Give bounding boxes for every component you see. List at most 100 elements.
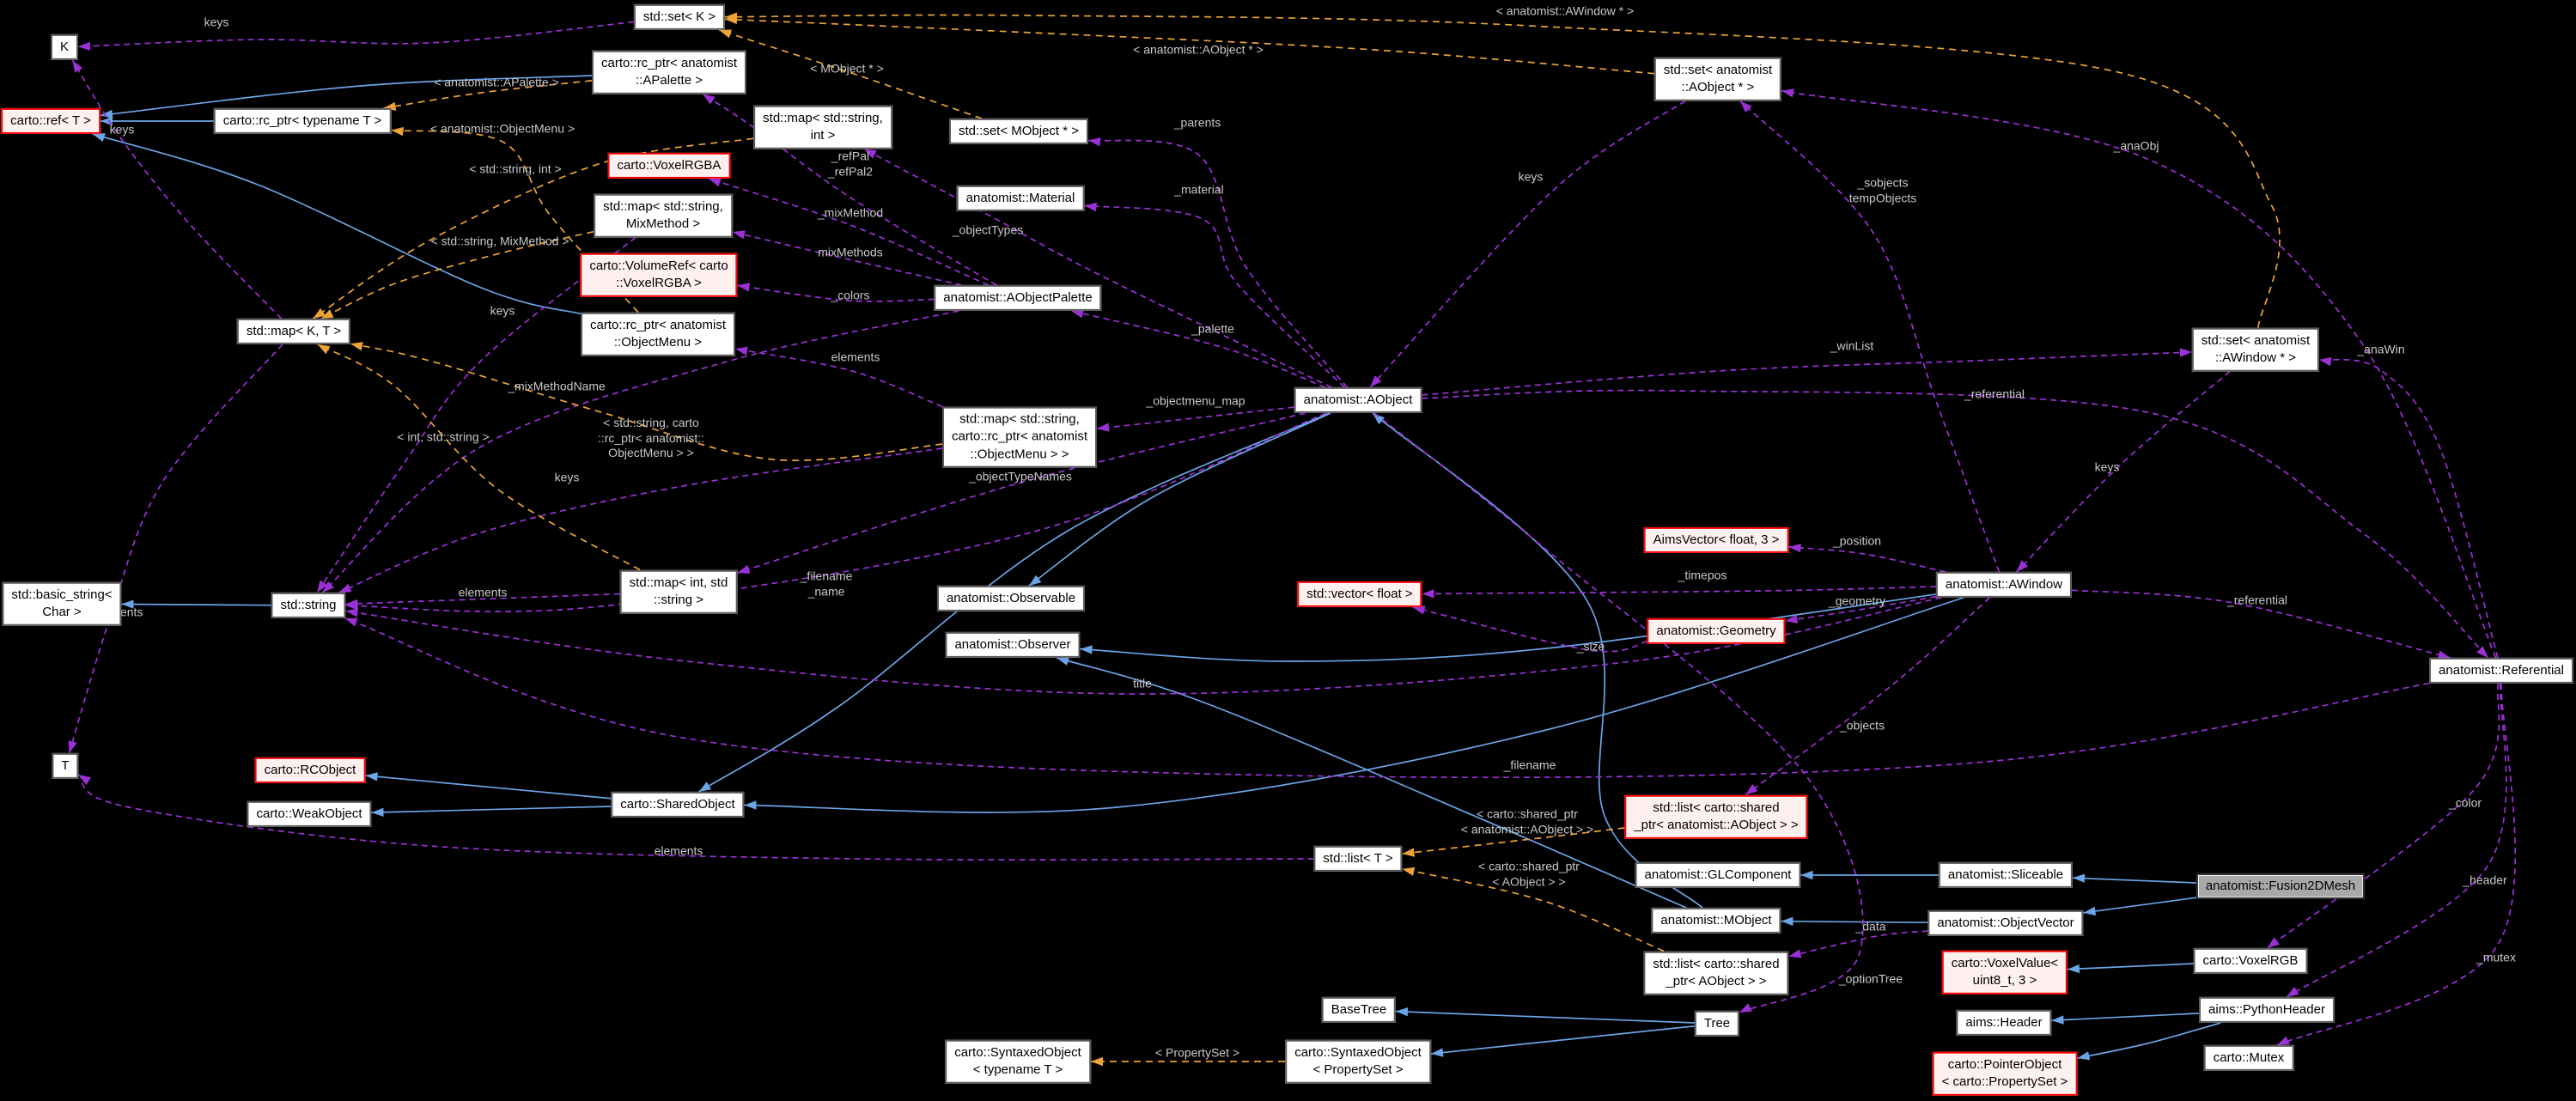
edge-label: _objectmenu_map — [1146, 393, 1245, 408]
class-node-aobject[interactable]: anatomist::AObject — [1294, 386, 1422, 414]
class-node-basicStr[interactable]: std::basic_string< Char > — [2, 581, 122, 626]
edge-sharedObj-weakObject — [371, 806, 612, 813]
class-node-mapMixM[interactable]: std::map< std::string, MixMethod > — [594, 193, 733, 238]
class-node-header[interactable]: aims::Header — [1956, 1009, 2052, 1037]
class-node-setMObj[interactable]: std::set< MObject * > — [948, 118, 1089, 145]
edge-setAObj-setK — [724, 18, 1655, 75]
edge-objVector-listSharedA — [1788, 930, 1928, 958]
arrowhead-template — [317, 344, 331, 355]
class-node-rcptrAPal[interactable]: carto::rc_ptr< anatomist ::APalette > — [592, 50, 746, 94]
class-node-mapIntStr[interactable]: std::map< int, std ::string > — [619, 569, 738, 614]
arrowhead-usage — [1071, 309, 1084, 319]
edge-label: _optionTree — [1838, 971, 1903, 986]
class-node-stdString[interactable]: std::string — [271, 592, 346, 619]
class-node-setAObj[interactable]: std::set< anatomist ::AObject * > — [1653, 57, 1782, 101]
arrowhead-usage — [2276, 1036, 2290, 1045]
edge-fusion-objVector — [2083, 897, 2197, 914]
class-node-syntaxedT[interactable]: carto::SyntaxedObject < typename T > — [945, 1039, 1091, 1084]
class-node-mobject[interactable]: anatomist::MObject — [1651, 907, 1781, 934]
arrowhead-inherit — [2073, 873, 2086, 883]
arrowhead-inherit — [1028, 575, 1042, 586]
edge-label: keys — [490, 303, 515, 318]
class-node-observable[interactable]: anatomist::Observable — [936, 585, 1086, 612]
class-node-mapKT[interactable]: std::map< K, T > — [236, 318, 351, 345]
class-node-tree[interactable]: Tree — [1694, 1010, 1740, 1037]
arrowhead-usage — [72, 60, 83, 73]
edge-label: < anatomist::AObject * > — [1133, 42, 1264, 57]
class-node-sliceable[interactable]: anatomist::Sliceable — [1938, 861, 2074, 889]
class-node-pointerObject[interactable]: carto::PointerObject < carto::PropertySe… — [1932, 1051, 2078, 1096]
arrowhead-usage — [1785, 614, 1799, 623]
edge-tree-baseTree — [1395, 1010, 1696, 1024]
class-node-setAWin[interactable]: std::set< anatomist ::AWindow * > — [2191, 327, 2320, 372]
edge-label: _objectTypes — [952, 222, 1024, 237]
edge-aobjPal-mapMixM — [732, 231, 962, 286]
arrowhead-usage — [345, 608, 359, 617]
class-node-listSharedAnat[interactable]: std::list< carto::shared _ptr< anatomist… — [1624, 794, 1808, 839]
class-node-material[interactable]: anatomist::Material — [956, 185, 1085, 212]
class-node-aobjPal[interactable]: anatomist::AObjectPalette — [934, 284, 1102, 312]
class-node-mutex[interactable]: carto::Mutex — [2203, 1044, 2294, 1072]
class-node-sharedObj[interactable]: carto::SharedObject — [611, 791, 745, 818]
edge-mapKT-T — [68, 344, 283, 754]
edge-setAWin-awindow — [2015, 370, 2231, 573]
class-node-vecFloat[interactable]: std::vector< float > — [1297, 581, 1422, 608]
edge-label: _position — [1832, 533, 1882, 548]
arrowhead-inherit — [1057, 657, 1069, 666]
edge-label: < std::string, MixMethod > — [430, 234, 569, 248]
edge-label: _objects — [1839, 718, 1885, 733]
edge-awindow-setAObj — [1739, 100, 2001, 573]
class-node-geometry[interactable]: anatomist::Geometry — [1647, 617, 1786, 645]
class-node-voxelRGB[interactable]: carto::VoxelRGB — [2193, 947, 2308, 975]
edge-label: < carto::shared_ptr < AObject > > — [1478, 859, 1580, 889]
class-node-volumeRef[interactable]: carto::VolumeRef< carto ::VoxelRGBA > — [580, 252, 738, 297]
class-node-voxelValue[interactable]: carto::VoxelValue< uint8_t, 3 > — [1941, 950, 2068, 995]
class-node-mapOM[interactable]: std::map< std::string, carto::rc_ptr< an… — [942, 406, 1097, 468]
edge-label: elements — [654, 843, 703, 858]
class-node-setK[interactable]: std::set< K > — [633, 3, 726, 31]
edge-aobject-mapIntStr — [737, 412, 1306, 574]
class-node-referential[interactable]: anatomist::Referential — [2429, 657, 2573, 684]
class-node-rcObject[interactable]: carto::RCObject — [254, 757, 366, 784]
edge-mapOM-stdString — [338, 447, 943, 593]
arrowhead-template — [719, 29, 732, 39]
edge-label: _geometry — [1828, 593, 1886, 608]
class-node-baseTree[interactable]: BaseTree — [1321, 996, 1397, 1024]
class-node-awindow[interactable]: anatomist::AWindow — [1935, 571, 2073, 599]
class-node-listSharedA[interactable]: std::list< carto::shared _ptr< AObject >… — [1643, 951, 1789, 995]
arrowhead-inherit — [2067, 964, 2080, 974]
arrowhead-template — [320, 309, 334, 319]
class-node-observer[interactable]: anatomist::Observer — [945, 631, 1081, 659]
edge-awindow-stdString — [345, 597, 1942, 695]
edge-label: keys — [2094, 459, 2120, 474]
edge-aobject-setMObj — [1087, 139, 1349, 388]
class-node-aimsVec[interactable]: AimsVector< float, 3 > — [1643, 526, 1789, 554]
class-node-rcptrT[interactable]: carto::rc_ptr< typename T > — [213, 107, 392, 135]
edge-voxelRGB-voxelValue — [2067, 963, 2194, 970]
class-node-K[interactable]: K — [50, 33, 79, 61]
class-node-mapStrInt[interactable]: std::map< std::string, int > — [753, 105, 892, 149]
edge-mapStrInt-mapKT — [312, 137, 754, 319]
class-node-voxelRGBA[interactable]: carto::VoxelRGBA — [607, 152, 731, 179]
edge-aobjPal-rcptrAPal — [702, 93, 997, 286]
class-node-objVector[interactable]: anatomist::ObjectVector — [1927, 909, 2084, 937]
class-node-weakObject[interactable]: carto::WeakObject — [247, 800, 372, 828]
class-node-T[interactable]: T — [52, 752, 79, 780]
class-node-fusion[interactable]: anatomist::Fusion2DMesh — [2195, 873, 2366, 900]
edge-label: keys — [1518, 169, 1544, 184]
edge-label: _data — [1855, 919, 1886, 934]
class-node-refT[interactable]: carto::ref< T > — [1, 107, 100, 135]
arrowhead-usage — [78, 775, 92, 785]
edge-aobject-aobjPal — [1070, 310, 1325, 388]
class-node-rcptrOM[interactable]: carto::rc_ptr< anatomist ::ObjectMenu > — [581, 312, 735, 356]
class-node-glComponent[interactable]: anatomist::GLComponent — [1635, 861, 1801, 889]
arrowhead-usage — [737, 283, 751, 292]
edge-label: keys — [109, 122, 135, 137]
class-node-syntaxedProp[interactable]: carto::SyntaxedObject < PropertySet > — [1285, 1039, 1431, 1084]
class-node-listT[interactable]: std::list< T > — [1313, 845, 1403, 873]
edge-setAObj-aobject — [1369, 100, 1686, 388]
arrowhead-usage — [68, 740, 77, 753]
arrowhead-inherit — [1781, 916, 1793, 926]
edge-mapMixM-mapKT — [320, 230, 594, 319]
class-node-pythonHeader[interactable]: aims::PythonHeader — [2199, 996, 2335, 1024]
